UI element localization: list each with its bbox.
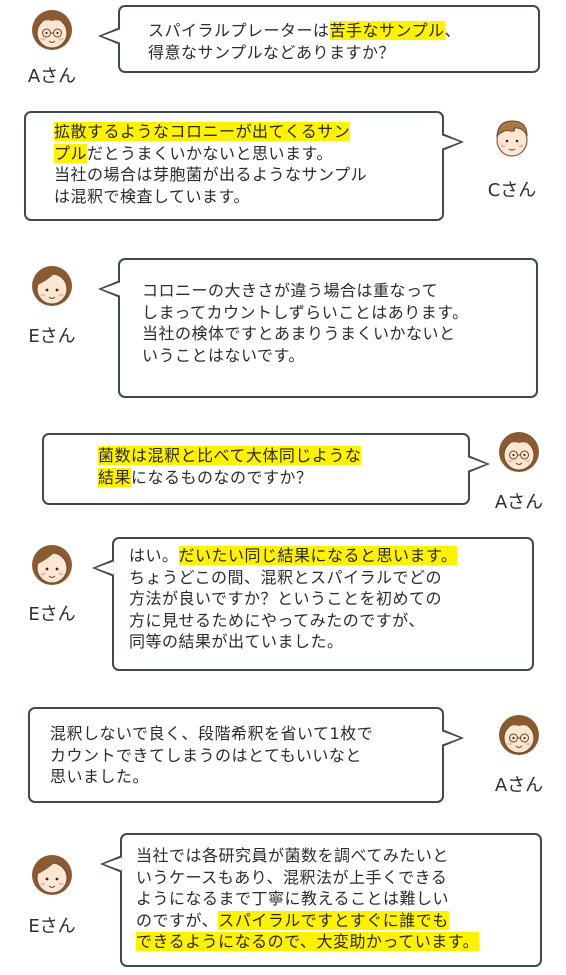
text-segment: ようになるまで丁寧に教えることは難しい <box>136 889 450 908</box>
text-segment: スパイラルプレーターは <box>148 21 330 40</box>
avatar-icon <box>497 430 541 474</box>
bubble-text: 混釈しないで良く、段階希釈を省いて1枚でカウントできてしまうのはとてもいいなと思… <box>50 723 373 788</box>
bubble-text: 拡散するようなコロニーが出てくるサンプルだとうまくいかないと思います。当社の場合… <box>54 121 367 207</box>
speaker-name: Eさん <box>28 916 76 937</box>
text-line: プルだとうまくいかないと思います。 <box>54 143 367 165</box>
text-segment: 当社の場合は芽胞菌が出るようなサンプル <box>54 165 368 184</box>
highlighted-text: だいたい同じ結果になると思います。 <box>178 546 458 565</box>
speaker-name: Aさん <box>494 775 544 796</box>
text-line: いうことはないです。 <box>142 345 469 367</box>
text-line: はい。だいたい同じ結果になると思います。 <box>129 545 458 567</box>
highlighted-text: スパイラルですとすぐに誰でも <box>218 910 449 930</box>
text-line: 菌数は混釈と比べて大体同じような <box>98 445 362 467</box>
text-segment: カウントできてしまうのはとてもいいなと <box>50 745 362 765</box>
text-segment: しまってカウントしずらいことはあります。 <box>142 302 469 322</box>
text-segment: 方に見せるためにやってみたのですが、 <box>129 610 425 630</box>
avatar-icon <box>490 116 534 160</box>
speech-bubble: スパイラルプレーターは苦手なサンプル、得意なサンプルなどありますか？ <box>98 5 540 73</box>
highlighted-text: 拡散するようなコロニーが出てくるサン <box>54 122 351 141</box>
text-line: のですが、スパイラルですとすぐに誰でも <box>136 910 479 932</box>
text-line: 当社では各研究員が菌数を調べてみたいと <box>136 845 479 867</box>
speech-bubble: 当社では各研究員が菌数を調べてみたいというケースもあり、混釈法が上手くできるよう… <box>100 833 542 967</box>
bubble-tail-fill <box>467 457 486 471</box>
text-line: 同等の結果が出ていました。 <box>129 631 457 653</box>
text-segment: ちょうどこの間、混釈とスパイラルでどの <box>129 567 443 587</box>
speaker-name: Eさん <box>28 604 76 625</box>
speaker-name: Aさん <box>494 492 544 513</box>
text-line: 方に見せるためにやってみたのですが、 <box>129 610 457 632</box>
text-line: カウントできてしまうのはとてもいいなと <box>50 745 373 767</box>
bubble-tail-fill <box>104 857 123 871</box>
text-line: できるようになるので、大変助かっています。 <box>136 931 480 953</box>
text-line: いうケースもあり、混釈法が上手くできる <box>136 867 479 889</box>
text-line: 思いました。 <box>50 766 373 788</box>
text-segment: 混釈しないで良く、段階希釈を省いて1枚で <box>50 724 374 743</box>
text-segment: は混釈で検査しています。 <box>54 186 250 206</box>
avatar-icon <box>30 543 74 587</box>
speaker-name: Eさん <box>28 326 76 347</box>
highlighted-text: 結果 <box>98 467 132 487</box>
highlighted-text: 菌数は混釈と比べて大体同じような <box>98 446 362 465</box>
bubble-text: はい。だいたい同じ結果になると思います。ちょうどこの間、混釈とスパイラルでどの方… <box>129 545 458 653</box>
text-line: ようになるまで丁寧に教えることは難しい <box>136 888 479 910</box>
text-line: 当社の場合は芽胞菌が出るようなサンプル <box>54 164 367 186</box>
avatar-icon <box>30 8 74 52</box>
text-line: 当社の検体ですとあまりうまくいかないと <box>142 323 469 345</box>
text-segment: 方法が良いですか？ということを初めての <box>129 589 443 608</box>
text-line: 方法が良いですか？ということを初めての <box>129 588 457 610</box>
speaker-name: Aさん <box>27 66 77 87</box>
bubble-tail-fill <box>441 135 460 149</box>
text-segment: 得意なサンプルなどありますか？ <box>148 42 396 62</box>
text-segment: いうことはないです。 <box>142 345 305 365</box>
avatar-icon <box>497 713 541 757</box>
bubble-tail-fill <box>102 29 121 43</box>
bubble-text: 当社では各研究員が菌数を調べてみたいというケースもあり、混釈法が上手くできるよう… <box>136 845 480 953</box>
text-segment: コロニーの大きさが違う場合は重なって <box>142 281 439 300</box>
text-segment: いうケースもあり、混釈法が上手くできる <box>136 867 448 887</box>
avatar-icon <box>30 853 74 897</box>
text-line: 拡散するようなコロニーが出てくるサン <box>54 121 367 143</box>
speaker-name: Cさん <box>487 180 537 201</box>
text-line: 結果になるものなのですか？ <box>98 467 361 489</box>
highlighted-text: 苦手なサンプル <box>329 21 445 40</box>
text-segment: だとうまくいかないと思います。 <box>87 143 333 163</box>
avatar-icon <box>30 264 74 308</box>
speech-bubble: 菌数は混釈と比べて大体同じような結果になるものなのですか？ <box>42 433 490 505</box>
text-segment: になるものなのですか？ <box>131 467 313 487</box>
text-segment: 当社では各研究員が菌数を調べてみたいと <box>136 846 449 865</box>
text-segment: 当社の検体ですとあまりうまくいかないと <box>142 324 456 343</box>
bubble-text: 菌数は混釈と比べて大体同じような結果になるものなのですか？ <box>98 445 362 489</box>
bubble-text: コロニーの大きさが違う場合は重なってしまってカウントしずらいことはあります。当社… <box>142 280 469 366</box>
text-line: スパイラルプレーターは苦手なサンプル、 <box>148 20 461 42</box>
text-line: は混釈で検査しています。 <box>54 186 367 208</box>
text-line: しまってカウントしずらいことはあります。 <box>142 302 469 324</box>
bubble-tail-fill <box>102 282 121 296</box>
bubble-text: スパイラルプレーターは苦手なサンプル、得意なサンプルなどありますか？ <box>148 20 461 63</box>
text-line: ちょうどこの間、混釈とスパイラルでどの <box>129 567 457 589</box>
text-line: 得意なサンプルなどありますか？ <box>148 42 461 64</box>
speech-bubble: 混釈しないで良く、段階希釈を省いて1枚でカウントできてしまうのはとてもいいなと思… <box>28 707 464 803</box>
text-segment: 思いました。 <box>50 767 150 786</box>
speech-bubble: 拡散するようなコロニーが出てくるサンプルだとうまくいかないと思います。当社の場合… <box>24 111 464 221</box>
text-segment: のですが、 <box>136 910 219 930</box>
highlighted-text: プル <box>54 143 88 163</box>
speech-bubble: コロニーの大きさが違う場合は重なってしまってカウントしずらいことはあります。当社… <box>98 258 538 398</box>
text-line: 混釈しないで良く、段階希釈を省いて1枚で <box>50 723 373 745</box>
text-segment: 同等の結果が出ていました。 <box>129 632 344 651</box>
speech-bubble: はい。だいたい同じ結果になると思います。ちょうどこの間、混釈とスパイラルでどの方… <box>92 537 534 671</box>
bubble-tail-fill <box>96 561 115 575</box>
bubble-tail-fill <box>441 731 460 745</box>
text-line: コロニーの大きさが違う場合は重なって <box>142 280 469 302</box>
text-segment: はい。 <box>129 546 179 565</box>
highlighted-text: できるようになるので、大変助かっています。 <box>136 932 480 951</box>
text-segment: 、 <box>444 21 462 40</box>
